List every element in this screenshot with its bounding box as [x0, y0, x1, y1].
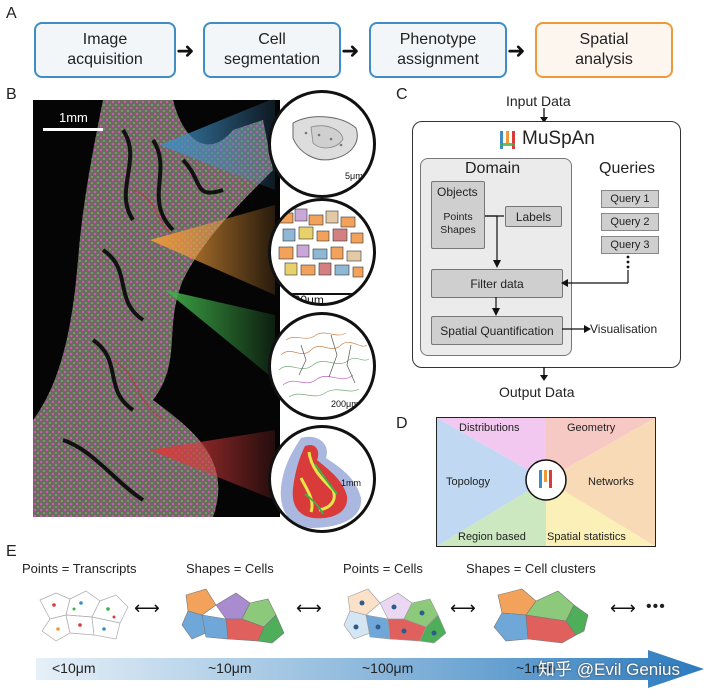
domain-title: Domain — [465, 160, 521, 177]
double-arrow-icon: ⟷ — [134, 598, 160, 618]
visualisation-label: Visualisation — [590, 322, 658, 336]
panel-label-b: B — [6, 86, 17, 103]
length-label-3: ~100μm — [362, 660, 414, 676]
step-image-acquisition: Image acquisition — [34, 22, 176, 78]
step-spatial-analysis: Spatial analysis — [535, 22, 673, 78]
output-data-label: Output Data — [499, 384, 575, 400]
zoom-circle-regions: 1mm — [268, 425, 376, 533]
muspan-logo-icon — [500, 131, 515, 149]
tissue-scale-label: 1mm — [59, 110, 88, 125]
step-cell-segmentation: Cell segmentation — [203, 22, 341, 78]
panel-label-a: A — [6, 5, 17, 22]
objects-box: Objects — [431, 181, 485, 249]
zoom-circle-outlines: 200μm — [268, 312, 376, 420]
length-label-1: <10μm — [52, 660, 96, 676]
zoom-circle-cells: 100μm — [268, 198, 376, 306]
panel-label-d: D — [396, 415, 408, 432]
scale-illustrations — [39, 588, 589, 644]
input-data-label: Input Data — [506, 93, 571, 109]
query-3-box: Query 3 — [601, 236, 659, 254]
zoom-scale-label: 1mm — [341, 478, 361, 488]
step-phenotype-assignment: Phenotype assignment — [369, 22, 507, 78]
queries-title: Queries — [599, 160, 656, 177]
label-topology: Topology — [446, 476, 491, 488]
length-label-2: ~10μm — [208, 660, 252, 676]
label-region-based: Region based — [458, 531, 526, 543]
capabilities-wheel — [436, 417, 656, 547]
double-arrow-icon: ⟷ — [296, 598, 322, 618]
zoom-scale-label: 100μm — [287, 293, 324, 306]
arrow-down-icon — [540, 367, 548, 381]
muspan-title: MuSpAn — [522, 128, 595, 149]
zoom-circle-single-cell: 5μm — [268, 90, 376, 198]
panel-label-c: C — [396, 86, 408, 103]
spatial-quantification-box: Spatial Quantification — [431, 316, 563, 345]
zoom-projections — [150, 98, 275, 500]
arrow-right-icon: ➜ — [507, 38, 526, 63]
filter-data-box: Filter data — [431, 269, 563, 298]
points-shapes-label: Points Shapes — [440, 211, 476, 236]
flow-arrows — [485, 215, 630, 378]
query-1-box: Query 1 — [601, 190, 659, 208]
arrow-right-icon: ➜ — [341, 38, 360, 63]
ellipsis-label: ••• — [646, 598, 666, 615]
scale-label-transcripts: Points = Transcripts — [22, 561, 137, 576]
watermark: 知乎 @Evil Genius — [538, 660, 680, 679]
labels-box: Labels — [505, 206, 562, 227]
label-spatial-statistics: Spatial statistics — [547, 531, 626, 543]
objects-label: Objects — [437, 185, 478, 199]
zoom-scale-label: 200μm — [331, 399, 359, 409]
tissue-illustration — [33, 100, 273, 517]
arrow-down-icon — [540, 108, 548, 123]
panel-label-e: E — [6, 543, 17, 560]
scale-label-cell-clusters: Shapes = Cell clusters — [466, 561, 596, 576]
scale-label-points-cells: Points = Cells — [343, 561, 423, 576]
label-networks: Networks — [588, 476, 634, 488]
arrow-right-icon: ➜ — [176, 38, 195, 63]
double-arrow-icon: ⟷ — [450, 598, 476, 618]
query-2-box: Query 2 — [601, 213, 659, 231]
zoom-scale-label: 5μm — [345, 171, 363, 181]
length-label-4: ~1mm — [516, 660, 556, 676]
scale-bar — [43, 128, 103, 131]
label-distributions: Distributions — [459, 422, 520, 434]
scale-label-shapes-cells: Shapes = Cells — [186, 561, 274, 576]
length-scale-arrow — [36, 650, 704, 688]
double-arrow-icon: ⟷ — [610, 598, 636, 618]
label-geometry: Geometry — [567, 422, 616, 434]
